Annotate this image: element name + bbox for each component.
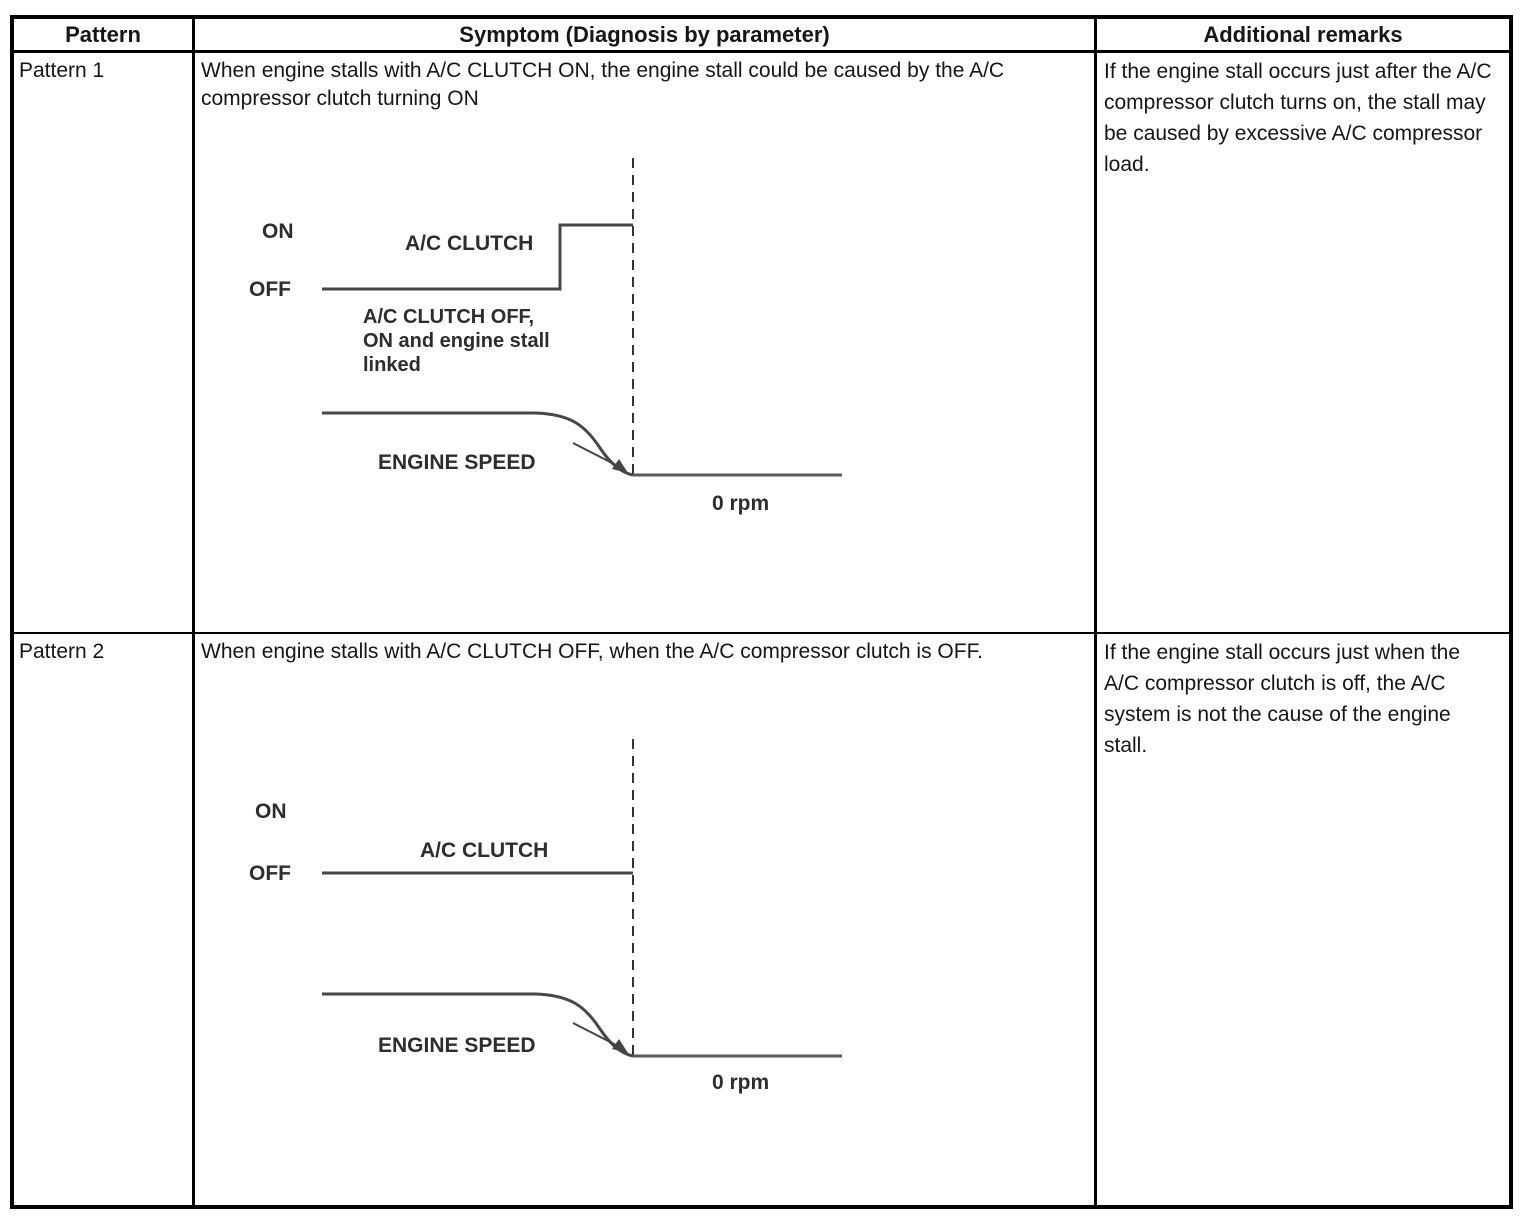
on-level-label: ON xyxy=(262,220,294,243)
clutch-note-line-2: ON and engine stall xyxy=(363,330,550,352)
off-level-label: OFF xyxy=(249,278,291,301)
header-pattern: Pattern xyxy=(14,19,195,53)
engine-speed-label: ENGINE SPEED xyxy=(378,1034,536,1057)
ac-clutch-label: A/C CLUTCH xyxy=(405,232,533,255)
pattern-1-label: Pattern 1 xyxy=(19,59,105,82)
timing-diagram-pattern-1: ON OFF A/C CLUTCH A/C CLUTCH OFF, ON and… xyxy=(249,158,842,515)
table-row-2-remarks-cell: If the engine stall occurs just when the… xyxy=(1097,634,1509,1205)
clutch-note-line-3: linked xyxy=(363,354,421,376)
remarks-text-2: If the engine stall occurs just when the… xyxy=(1104,641,1461,757)
header-remarks: Additional remarks xyxy=(1097,19,1509,53)
table-row-2-pattern-cell: Pattern 2 xyxy=(14,634,195,1205)
pattern-2-label: Pattern 2 xyxy=(19,640,105,663)
ac-clutch-waveform xyxy=(322,223,633,291)
header-remarks-label: Additional remarks xyxy=(1203,22,1403,47)
symptom-text-2: When engine stalls with A/C CLUTCH OFF, … xyxy=(201,640,983,663)
table-row-1-pattern-cell: Pattern 1 xyxy=(14,53,195,634)
off-level-label: OFF xyxy=(249,862,291,885)
zero-rpm-label: 0 rpm xyxy=(712,492,769,515)
engine-speed-waveform xyxy=(322,411,634,477)
remarks-text-1: If the engine stall occurs just after th… xyxy=(1104,60,1492,176)
header-pattern-label: Pattern xyxy=(65,22,141,47)
stall-arrow-icon xyxy=(612,1039,628,1053)
clutch-note-line-1: A/C CLUTCH OFF, xyxy=(363,306,534,328)
header-symptom: Symptom (Diagnosis by parameter) xyxy=(195,19,1097,53)
table-row-1-symptom-cell: When engine stalls with A/C CLUTCH ON, t… xyxy=(195,53,1097,634)
engine-speed-waveform xyxy=(322,992,634,1058)
stall-arrow-shaft xyxy=(572,1022,619,1047)
engine-speed-label: ENGINE SPEED xyxy=(378,451,536,474)
on-level-label: ON xyxy=(255,800,287,823)
diagnosis-table: Pattern Symptom (Diagnosis by parameter)… xyxy=(10,15,1513,1209)
ac-clutch-label: A/C CLUTCH xyxy=(420,839,548,862)
zero-rpm-label: 0 rpm xyxy=(712,1071,769,1094)
stall-arrow-shaft xyxy=(572,442,619,467)
timing-diagram-pattern-2: ON OFF A/C CLUTCH ENGINE SPEED 0 rpm xyxy=(249,739,842,1094)
symptom-text-1: When engine stalls with A/C CLUTCH ON, t… xyxy=(201,59,1005,110)
table-row-1-remarks-cell: If the engine stall occurs just after th… xyxy=(1097,53,1509,634)
header-symptom-label: Symptom (Diagnosis by parameter) xyxy=(459,22,830,47)
table-row-2-symptom-cell: When engine stalls with A/C CLUTCH OFF, … xyxy=(195,634,1097,1205)
stall-arrow-icon xyxy=(612,459,628,473)
